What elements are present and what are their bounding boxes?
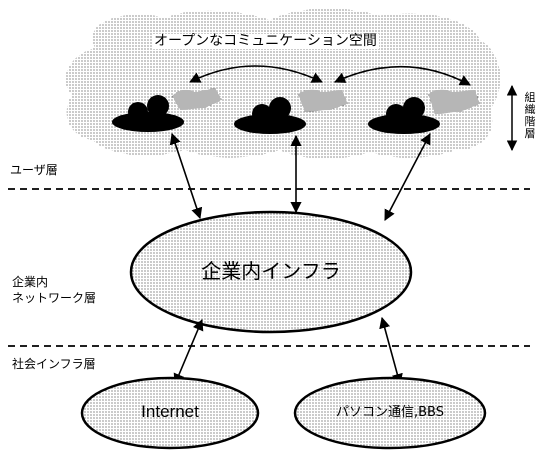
user-group-1 [112,88,222,132]
communication-arc-left [188,65,324,83]
user-group-3 [368,89,480,134]
arrow-infra-internet [173,318,204,386]
cloud-title: オープンなコミュニケーション空間 [152,33,379,49]
enterprise-infra-label: 企業内インフラ [201,259,341,283]
internet-label: Internet [141,402,199,421]
arrow-infra-pc [379,316,403,386]
communication-cloud [65,8,501,159]
enterprise-infra-oval [129,210,413,334]
arrow-user3-infra [384,133,431,221]
enterprise-layer-label-2: ネットワーク層 [12,291,97,305]
arrow-user1-infra [169,132,203,220]
internet-oval [80,376,260,450]
pc-comm-label: パソコン通信,BBS [336,405,444,420]
user-group-2 [234,89,348,134]
hierarchy-label: 組織階層 [524,91,536,140]
pc-comm-oval [293,376,487,450]
user-layer-label: ユーザ層 [10,163,58,177]
social-layer-label: 社会インフラ層 [12,357,96,371]
enterprise-layer-label-1: 企業内 [12,275,49,289]
communication-arc-right [333,65,471,86]
